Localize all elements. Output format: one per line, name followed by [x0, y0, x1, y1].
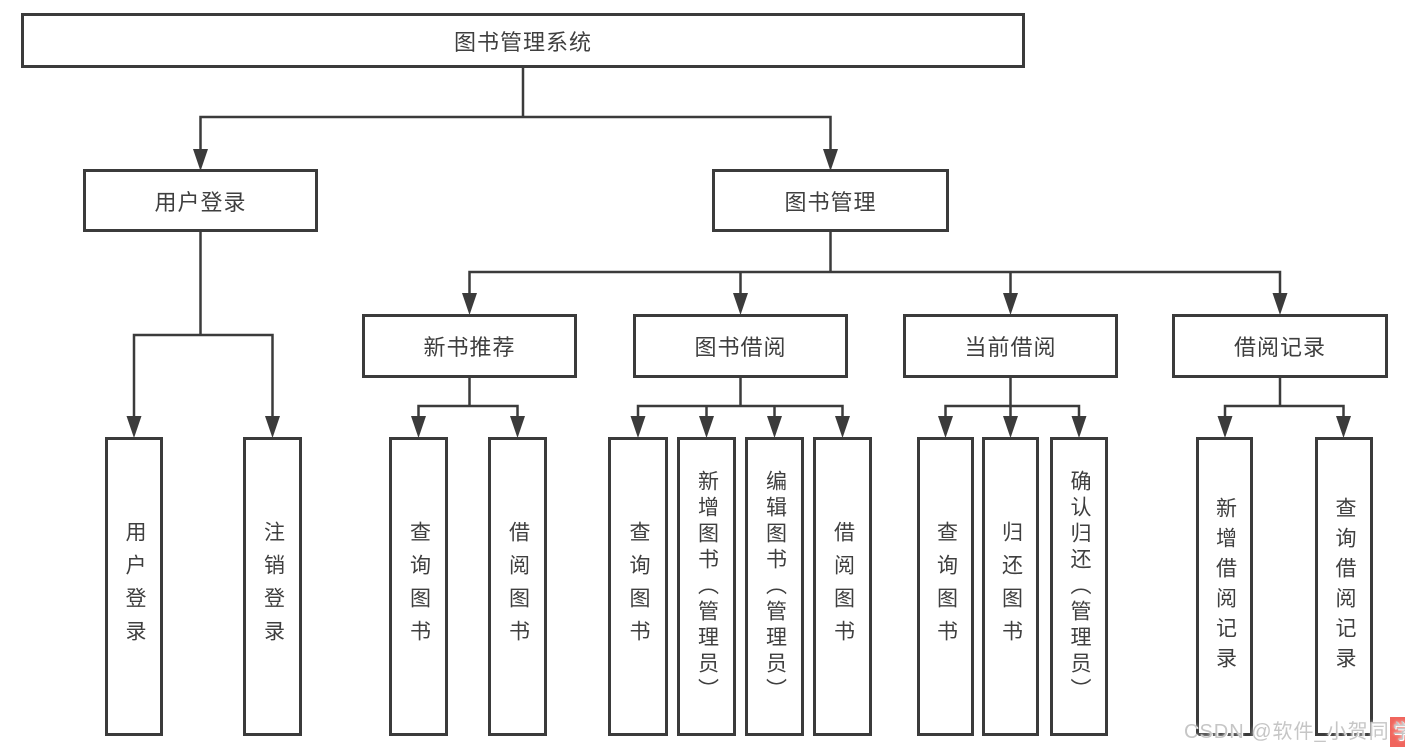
leaf-records-query-borrow-record: 查询借阅记录 [1315, 437, 1373, 736]
leaf-borrow-borrow-books: 借阅图书 [813, 437, 872, 736]
leaf-borrow-query-books: 查询图书 [608, 437, 668, 736]
node-book-management: 图书管理 [712, 169, 949, 232]
leaf-newbook-query-books: 查询图书 [389, 437, 448, 736]
leaf-user-login: 用户登录 [105, 437, 163, 736]
node-book-borrowing: 图书借阅 [633, 314, 848, 378]
node-root-library-management-system: 图书管理系统 [21, 13, 1025, 68]
leaf-borrow-edit-books-admin: 编辑图书（管理员） [745, 437, 804, 736]
node-current-borrowing: 当前借阅 [903, 314, 1118, 378]
arrowheads [126, 149, 1351, 438]
node-borrowing-records: 借阅记录 [1172, 314, 1388, 378]
node-new-book-recommend: 新书推荐 [362, 314, 577, 378]
leaf-current-query-books: 查询图书 [917, 437, 974, 736]
leaf-current-return-books: 归还图书 [982, 437, 1039, 736]
leaf-logout: 注销登录 [243, 437, 302, 736]
leaf-records-add-borrow-record: 新增借阅记录 [1196, 437, 1253, 736]
leaf-borrow-add-books-admin: 新增图书（管理员） [677, 437, 736, 736]
watermark-highlight: 学 [1389, 717, 1405, 747]
node-user-login: 用户登录 [83, 169, 318, 232]
leaf-newbook-borrow-books: 借阅图书 [488, 437, 547, 736]
watermark: CSDN @软件_小贺同学 [1184, 715, 1405, 747]
leaf-current-confirm-return-admin: 确认归还（管理员） [1050, 437, 1108, 736]
watermark-text: CSDN @软件_小贺同 [1184, 721, 1390, 743]
